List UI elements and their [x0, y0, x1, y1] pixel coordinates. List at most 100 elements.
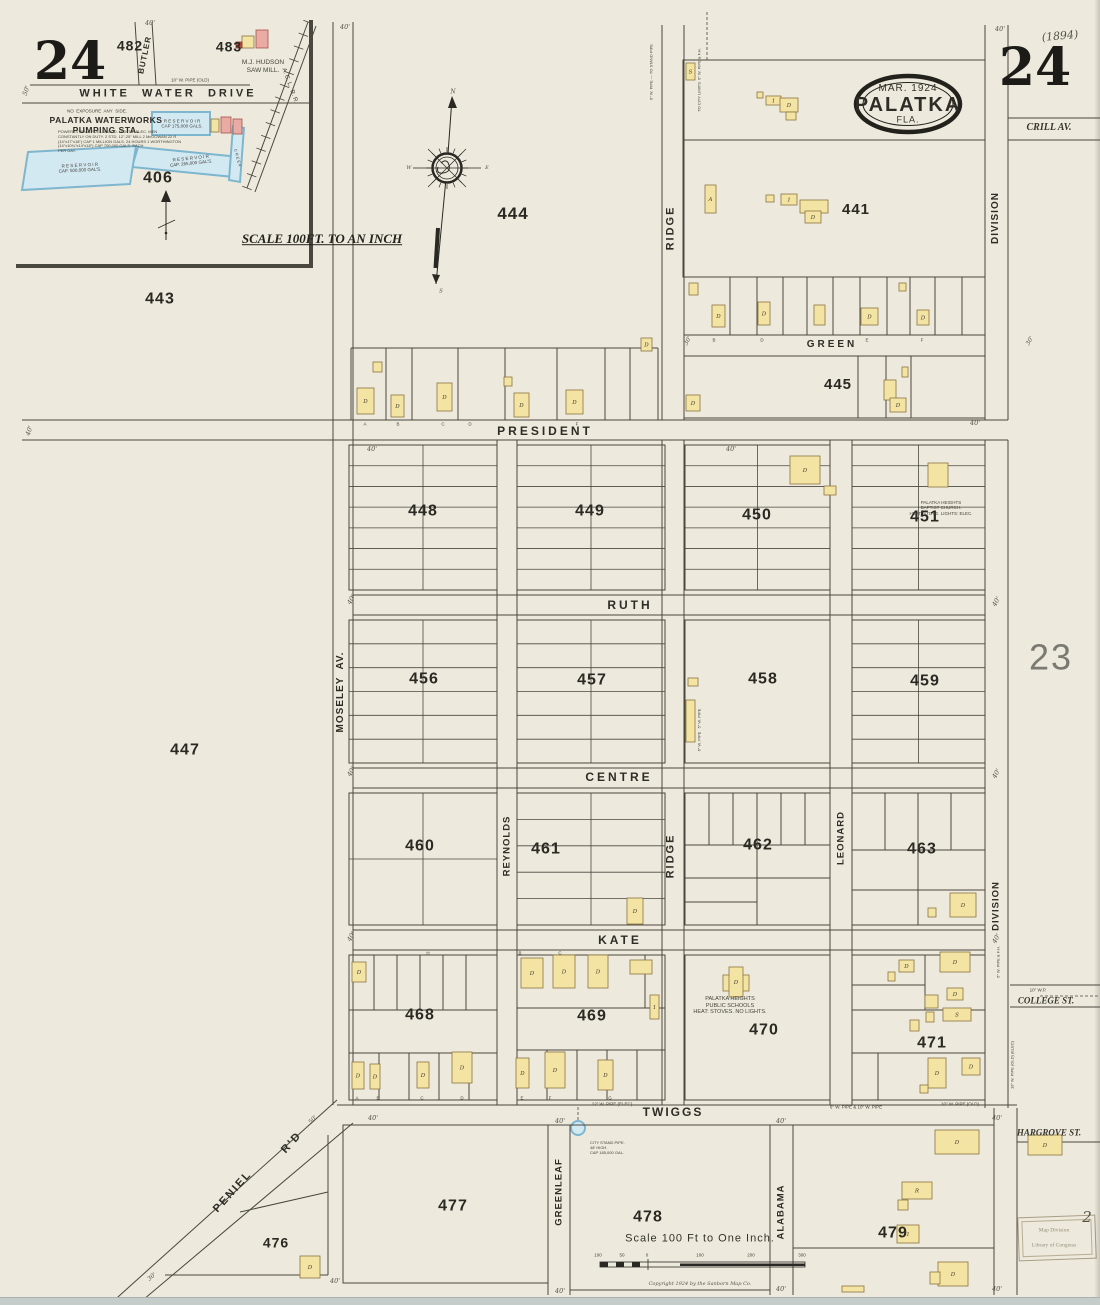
street-moseley: MOSELEY AV. [335, 651, 346, 733]
scale-note-bottom: Scale 100 Ft to One Inch. [625, 1232, 775, 1245]
building-footprint [351, 1061, 365, 1090]
building-footprint [823, 485, 837, 496]
street-hargrove: HARGROVE ST. [1016, 1127, 1082, 1138]
block-outline [684, 792, 831, 926]
building-footprint [711, 304, 726, 328]
compass-letter-n: N [450, 88, 456, 96]
building-footprint [728, 966, 744, 998]
block-outline [342, 1124, 549, 1284]
street-greenleaf: GREENLEAF [553, 1158, 565, 1226]
railroad-tick [260, 134, 271, 140]
note-no-exposure: NO EXPOSURE ANY SIDE. [67, 108, 127, 114]
block-number-462: 462 [743, 836, 773, 854]
block-outline [684, 619, 831, 764]
block-number-476: 476 [262, 1234, 290, 1251]
map-line [151, 21, 157, 86]
compass-tick [458, 152, 463, 157]
building-footprint [688, 282, 699, 296]
building-footprint [241, 35, 255, 49]
sheet-number-topright: 24 [998, 36, 1072, 98]
block-outline [569, 1124, 771, 1291]
compass-tick [452, 182, 456, 188]
building-use-letter: A [708, 197, 713, 203]
block-number-457: 457 [577, 671, 607, 689]
block-number-459: 459 [910, 672, 940, 690]
map-line [136, 1122, 354, 1305]
block-number-479: 479 [878, 1224, 908, 1242]
lot-letter-d2: D [760, 337, 764, 343]
building-footprint [919, 1084, 929, 1094]
building-use-letter: D [786, 103, 792, 109]
building-use-letter: D [954, 1140, 960, 1146]
block-outline [683, 355, 986, 419]
lot-letter-d1: D [468, 421, 472, 427]
pipe-note-twiggs-2: 6" W. PIPE & 10" W. PIPE [829, 1104, 883, 1110]
street-centre: CENTRE [585, 769, 653, 784]
building-footprint [961, 1057, 981, 1076]
building-use-letter: D [960, 903, 966, 909]
compass-letter-s: S [439, 288, 443, 295]
building-use-letter: D [355, 1073, 361, 1079]
building-use-letter: D [643, 342, 649, 348]
block-number-478: 478 [633, 1208, 663, 1226]
scalebar-tick-300: 300 [798, 1252, 806, 1258]
building-footprint [503, 376, 513, 387]
pipe-note-ridge-n1: 6" W. PIPE — TO STAND PIPE [648, 44, 654, 100]
scalebar-tick-200: 200 [747, 1252, 755, 1258]
lot-letter-e2: E [865, 337, 869, 343]
dim-40-alabama-s: 40' [775, 1285, 787, 1294]
loc-stamp-line1: Map Division [1038, 1227, 1070, 1234]
dim-40-moseley-top: 40' [339, 23, 351, 32]
block-outline [851, 792, 986, 926]
building-use-letter: D [920, 315, 926, 321]
building-footprint [896, 1224, 920, 1244]
building-footprint [587, 954, 609, 989]
building-footprint [416, 1061, 430, 1089]
building-footprint [351, 961, 367, 983]
building-footprint [887, 971, 896, 982]
building-footprint [436, 382, 453, 412]
building-footprint [597, 1059, 614, 1091]
building-footprint [390, 394, 405, 418]
building-footprint [565, 389, 584, 415]
block-number-482: 482 [116, 37, 144, 54]
building-footprint [356, 387, 375, 415]
block-number-463: 463 [907, 840, 937, 858]
street-crill-av: CRILL AV. [1026, 122, 1072, 133]
building-use-letter: D [372, 1074, 378, 1080]
block-outline [792, 1124, 995, 1249]
dim-40-greenleaf-s: 40' [554, 1287, 566, 1296]
public-school-label: PALATKA HEIGHTS PUBLIC SCHOOLS HEAT: STO… [693, 996, 767, 1016]
building-footprint [757, 301, 771, 326]
building-use-letter: D [441, 395, 447, 401]
block-number-444: 444 [497, 203, 529, 223]
building-use-letter: D [519, 1071, 525, 1077]
railroad-tick [256, 147, 266, 152]
street-ruth: RUTH [607, 597, 653, 612]
block-number-458: 458 [748, 670, 778, 688]
adjacent-sheet-number: 23 [1028, 636, 1074, 678]
building-use-letter: D [950, 1272, 956, 1278]
building-footprint [939, 951, 971, 973]
building-footprint [927, 462, 949, 488]
railroad-tick [284, 70, 295, 76]
street-kate: KATE [598, 932, 642, 947]
lot-letter-b3: B [518, 950, 522, 956]
building-use-letter: D [715, 314, 721, 320]
block-number-449: 449 [575, 502, 605, 520]
north-arrow-icon [157, 190, 176, 240]
lot-letter-f4: F [548, 1095, 552, 1101]
building-footprint [897, 1199, 909, 1211]
compass-rose-icon [413, 96, 481, 285]
handwritten-page-number: 2 [1082, 1208, 1092, 1226]
building-footprint [765, 194, 775, 203]
inset-scale-note: SCALE 100FT. TO AN INCH [241, 231, 403, 247]
block-number-445: 445 [823, 376, 853, 393]
lot-letter-f1: F [575, 421, 579, 427]
block-number-483: 483 [215, 38, 243, 55]
page-edge-shadow-bottom [0, 1297, 1100, 1305]
building-use-letter: D [952, 992, 958, 998]
building-use-letter: D [968, 1064, 974, 1070]
reservoir-3-label: R E S E R V O I R CAP. 500,000 GAL'S. [58, 161, 102, 175]
